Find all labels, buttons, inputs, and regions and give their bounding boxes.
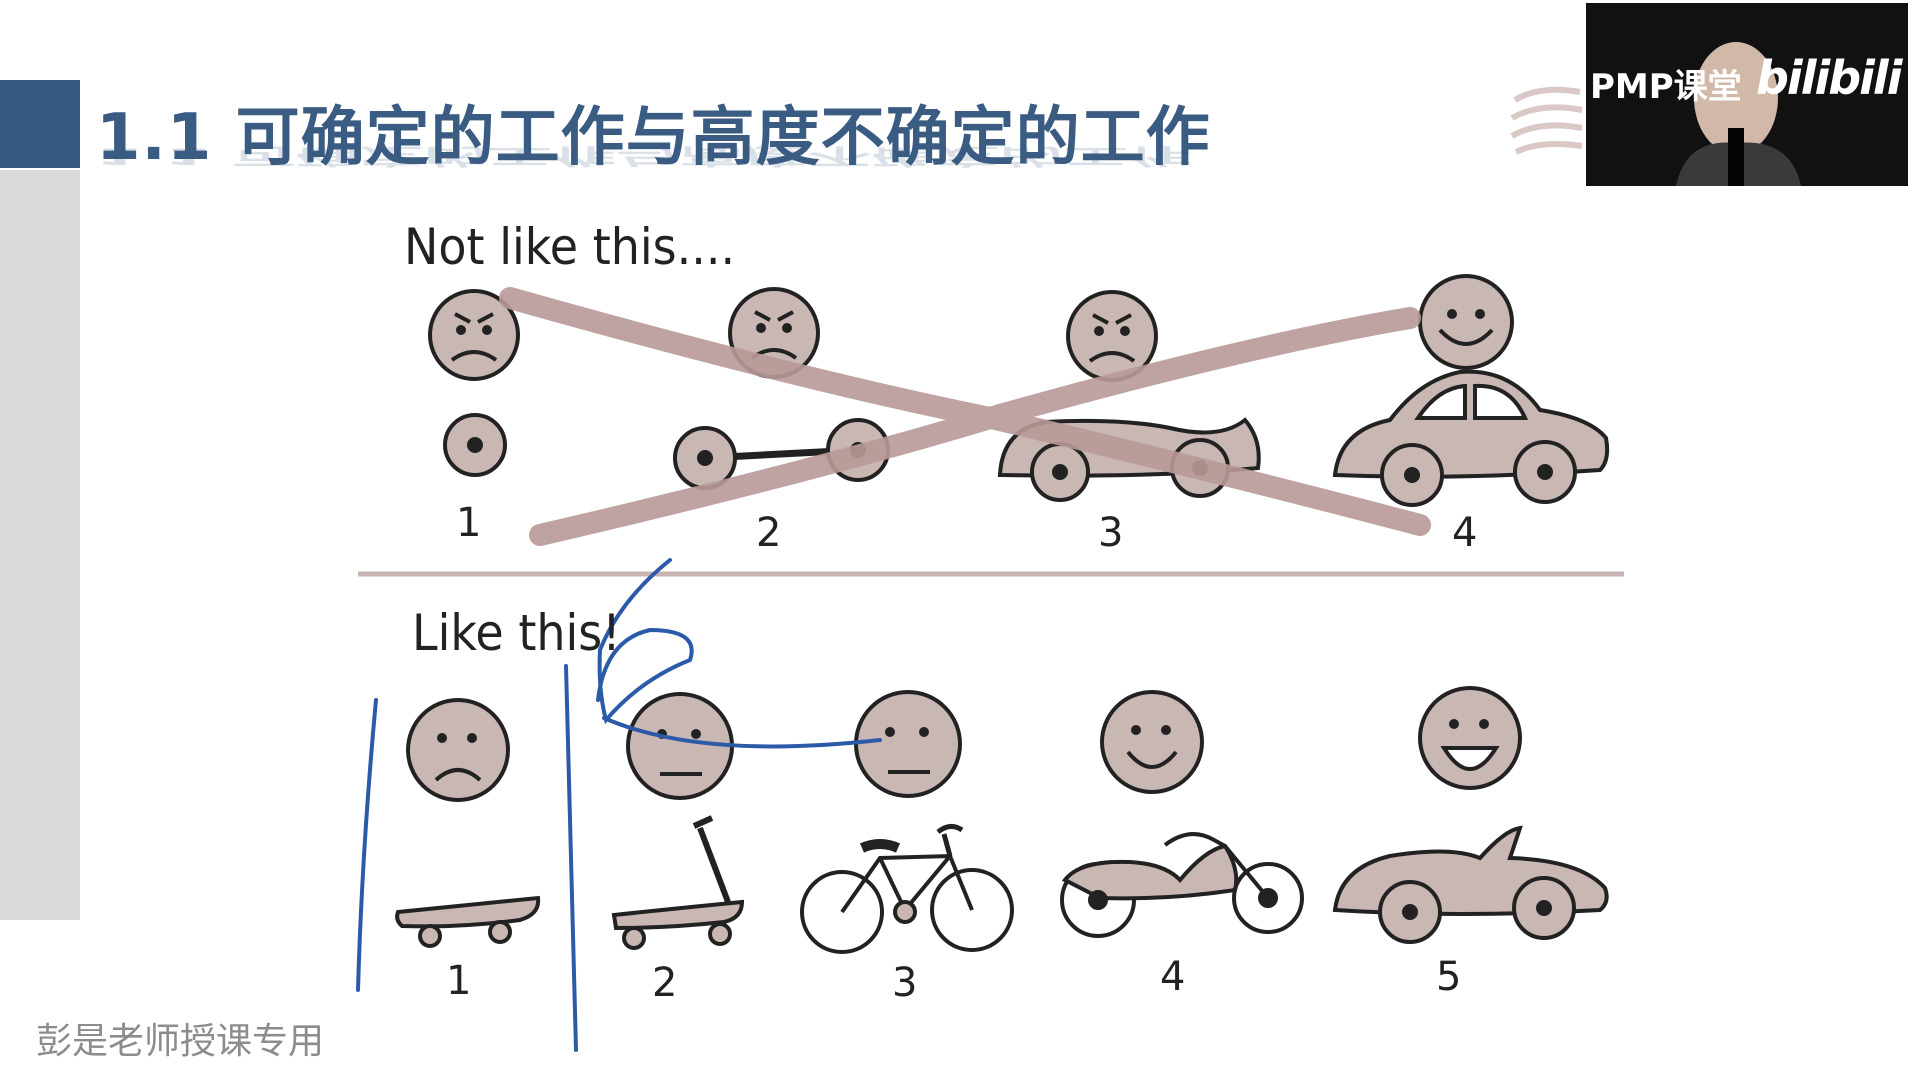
slide-title-block: 1.1 可确定的工作与高度不确定的工作 1.1 可确定的工作与高度不确定的工作 — [96, 86, 1211, 266]
kick-scooter-icon — [611, 815, 745, 950]
neutral-face-icon — [854, 690, 962, 798]
cross-out-strokes — [499, 287, 1431, 546]
sad-face-icon — [406, 698, 510, 802]
convertible-car-icon — [1332, 825, 1609, 944]
motorcycle-icon — [1060, 832, 1304, 938]
very-happy-face-icon — [1418, 686, 1522, 790]
webcam-channel-label: PMP课堂 — [1590, 67, 1742, 107]
presenter-video-icon — [1586, 3, 1908, 186]
smiling-face-icon — [1100, 690, 1204, 794]
bottom-step-number: 3 — [892, 960, 918, 1006]
top-step-number: 3 — [1098, 510, 1124, 556]
happy-face-icon — [1418, 274, 1514, 370]
car-icon — [1332, 369, 1610, 507]
slide-title: 1.1 可确定的工作与高度不确定的工作 — [96, 101, 1211, 175]
watermark-text: 彭是老师授课专用 — [36, 1021, 325, 1062]
bottom-step-number: 1 — [446, 958, 472, 1004]
top-step-number: 2 — [756, 510, 782, 556]
bilibili-logo: bilibili — [1756, 51, 1902, 105]
top-panel-sketch — [428, 274, 1610, 546]
bottom-panel-sketch — [395, 686, 1609, 954]
top-panel-caption: Not like this.... — [404, 218, 736, 276]
top-step-number: 4 — [1452, 510, 1478, 556]
skateboard-icon — [395, 895, 541, 948]
bottom-panel-caption: Like this! — [412, 604, 621, 662]
bottom-step-number: 5 — [1436, 954, 1462, 1000]
bottom-step-number: 4 — [1160, 954, 1186, 1000]
title-accent-bar — [0, 80, 80, 168]
bicycle-icon — [800, 824, 1014, 954]
pen-annotations — [356, 558, 882, 1052]
angry-face-icon — [428, 289, 520, 381]
slide-side-bar — [0, 170, 80, 920]
bottom-step-number: 2 — [652, 960, 678, 1006]
logo-arcs-icon — [1510, 86, 1583, 155]
top-step-number: 1 — [456, 500, 482, 546]
webcam-overlay: PMP课堂 bilibili — [1586, 3, 1908, 186]
